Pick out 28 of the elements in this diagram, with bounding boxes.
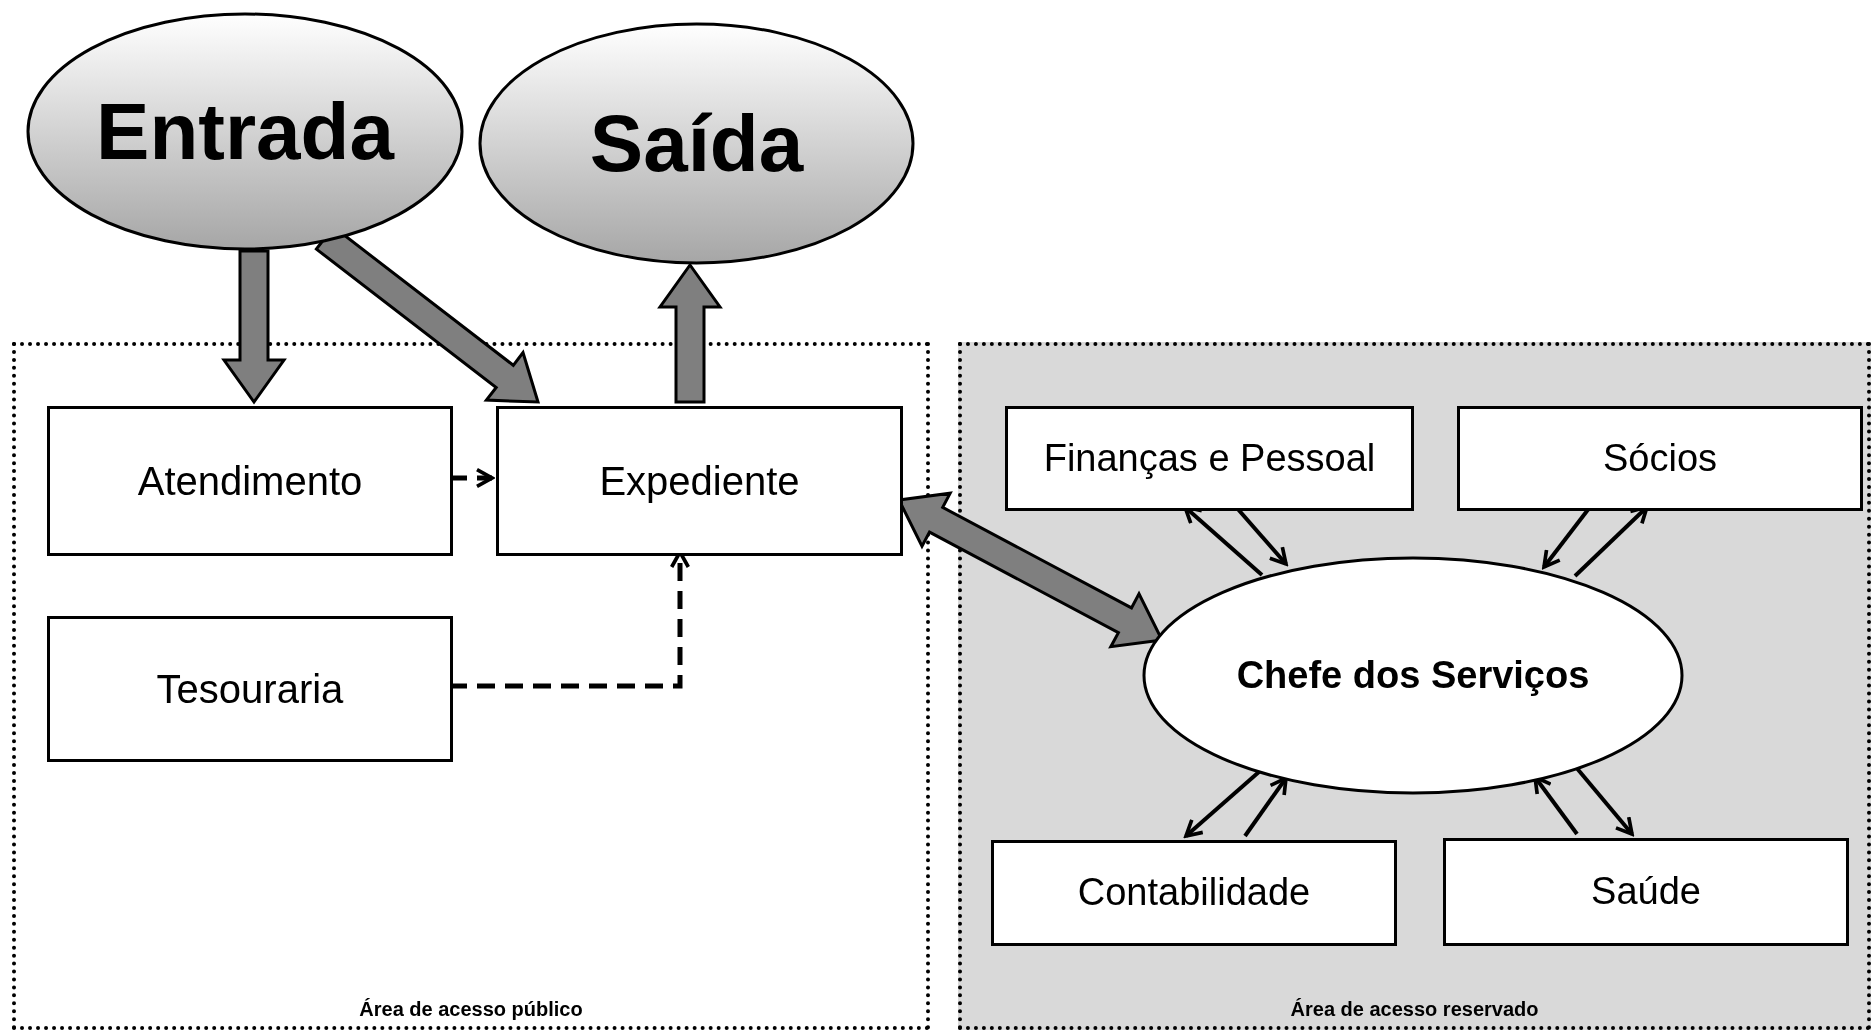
block-arrow bbox=[221, 249, 287, 405]
node-label: Chefe dos Serviços bbox=[1236, 652, 1590, 698]
node-label: Saúde bbox=[1591, 869, 1701, 915]
node-label: Área de acesso público bbox=[359, 997, 583, 1022]
node-label: Finanças e Pessoal bbox=[1043, 435, 1376, 481]
process-box bbox=[991, 840, 1397, 946]
node-label: Atendimento bbox=[137, 458, 363, 505]
process-box bbox=[1457, 406, 1863, 511]
node-label: Entrada bbox=[96, 85, 394, 178]
block-arrow bbox=[657, 262, 723, 404]
process-box bbox=[496, 406, 903, 556]
arrow bbox=[1184, 769, 1262, 838]
ellipse-node bbox=[26, 12, 464, 251]
node-label: Tesouraria bbox=[156, 666, 344, 713]
node-label: Expediente bbox=[599, 458, 800, 505]
area-panel bbox=[12, 342, 930, 1030]
node-label: Área de acesso reservado bbox=[1290, 997, 1539, 1022]
node-label: Contabilidade bbox=[1077, 870, 1311, 916]
node-label: Sócios bbox=[1602, 435, 1718, 481]
arrow bbox=[1243, 776, 1288, 838]
process-box bbox=[1005, 406, 1414, 511]
process-box bbox=[47, 616, 453, 762]
ellipse-node bbox=[1142, 556, 1684, 795]
area-panel bbox=[958, 342, 1871, 1030]
process-box bbox=[1443, 838, 1849, 946]
node-label: Saída bbox=[589, 97, 804, 190]
process-box bbox=[47, 406, 453, 556]
ellipse-node bbox=[478, 22, 915, 265]
